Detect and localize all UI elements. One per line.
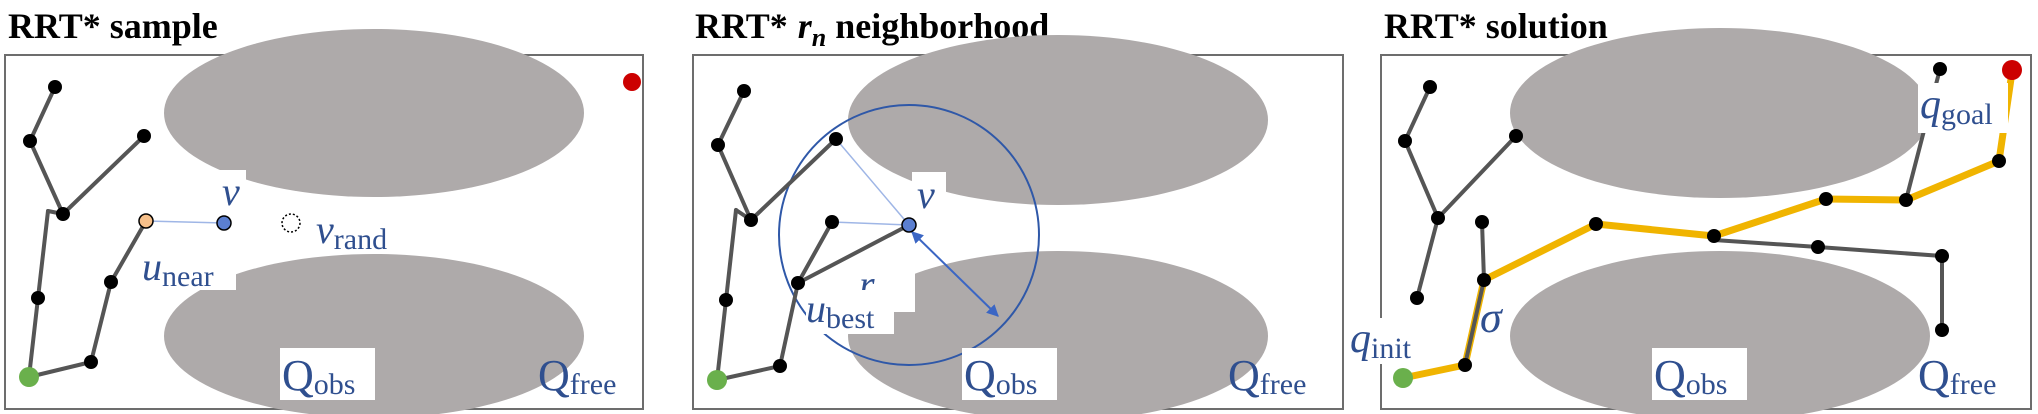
label-v: v	[917, 172, 935, 217]
label-ubest: ubest	[806, 286, 875, 335]
candidate-edge	[831, 221, 910, 226]
label-bg	[142, 248, 236, 290]
new-node	[901, 217, 917, 233]
obstacle-top	[848, 35, 1268, 205]
goal-node	[2002, 60, 2022, 80]
label-q-free: Qfree	[1228, 351, 1306, 401]
label-sigma: σ	[1480, 293, 1504, 342]
tree-edges	[27, 85, 148, 379]
tree-nodes	[711, 84, 843, 373]
new-node	[216, 215, 232, 231]
label-bg	[806, 290, 894, 334]
label-q-free: Qfree	[538, 351, 616, 401]
label-q-goal: qgoal	[1920, 82, 1993, 131]
obstacle-top	[164, 29, 584, 197]
label-unear: unear	[142, 244, 214, 293]
label-v: v	[222, 169, 240, 214]
start-node	[19, 367, 39, 387]
candidate-edge	[835, 138, 910, 226]
panel-title: RRT*rn neighborhood	[695, 6, 1049, 52]
label-bg	[912, 172, 946, 216]
panel-title: RRT* sample	[8, 6, 218, 46]
start-node	[707, 370, 727, 390]
obstacle-bottom	[164, 254, 584, 414]
panel-neighborhood: RRT*rn neighborhood	[692, 6, 1344, 414]
panel-solution: RRT* solution	[1350, 6, 2032, 414]
label-bg	[1652, 348, 1747, 400]
panel-sample: RRT* sample	[4, 6, 644, 414]
label-bg	[962, 348, 1057, 400]
tree-nodes	[23, 80, 151, 369]
tree-edges	[715, 89, 911, 382]
goal-node	[623, 73, 641, 91]
tree-nodes	[1398, 62, 2006, 372]
label-bg	[280, 348, 375, 400]
label-q-obs: Qobs	[282, 351, 355, 401]
panel-title: RRT* solution	[1384, 6, 1608, 46]
near-node	[138, 213, 154, 229]
label-bg	[216, 170, 246, 210]
label-bg	[1918, 83, 2008, 133]
neighborhood-circle	[778, 104, 1040, 366]
obstacle-bottom	[1510, 251, 1930, 414]
tree-edges	[1403, 67, 1944, 332]
label-q-obs: Qobs	[1654, 351, 1727, 401]
label-bg	[1350, 318, 1424, 364]
obstacle-top	[1510, 28, 1930, 198]
label-vrand: vrand	[316, 207, 387, 256]
new-edge	[145, 220, 225, 224]
label-q-free: Qfree	[1918, 351, 1996, 401]
label-q-init: qinit	[1350, 316, 1412, 365]
start-node	[1393, 368, 1413, 388]
radius-arrow	[911, 231, 999, 317]
random-sample-node	[281, 213, 301, 233]
label-q-obs: Qobs	[964, 351, 1037, 401]
tree-edge	[1463, 278, 1486, 367]
